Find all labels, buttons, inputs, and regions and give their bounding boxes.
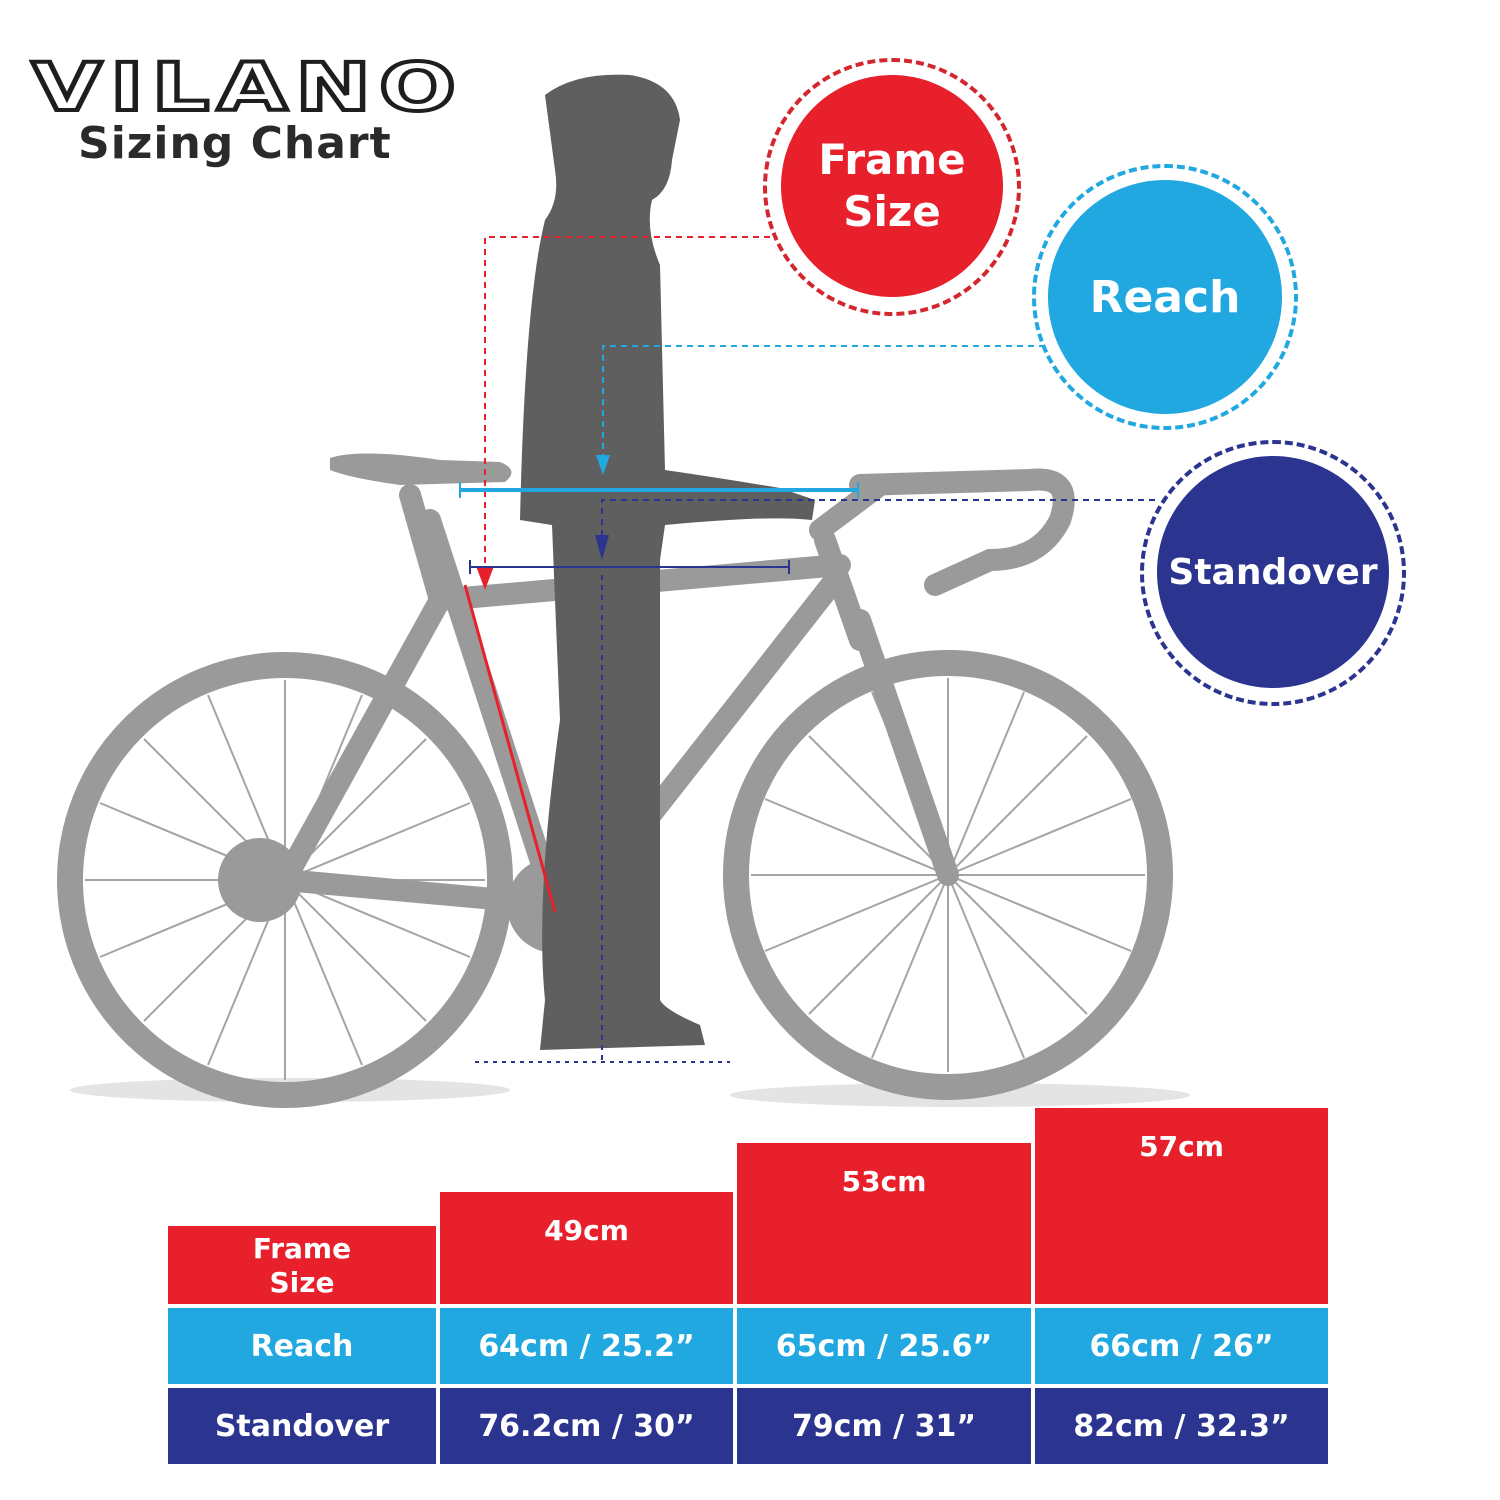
- frame-size-guide: [463, 236, 770, 913]
- bike-fit-illustration: [57, 74, 1190, 1108]
- standover-badge-ring: [1140, 440, 1406, 706]
- frame-size-value: 57cm: [1139, 1130, 1224, 1163]
- reach-cell: 65cm / 25.6”: [737, 1308, 1031, 1384]
- page-title: Sizing Chart: [78, 118, 392, 169]
- brand-name: VILANO: [32, 56, 464, 116]
- standover-row-header: Standover: [168, 1388, 436, 1464]
- saddle: [330, 453, 512, 485]
- reach-value: 65cm / 25.6”: [775, 1328, 993, 1364]
- reach-badge: Reach: [1048, 180, 1282, 414]
- standover-value: 79cm / 31”: [791, 1408, 977, 1444]
- reach-value: 66cm / 26”: [1089, 1328, 1274, 1364]
- reach-cell: 66cm / 26”: [1035, 1308, 1328, 1384]
- standover-cell: 79cm / 31”: [737, 1388, 1031, 1464]
- frame-size-cell: 57cm: [1035, 1108, 1328, 1304]
- standover-value: 82cm / 32.3”: [1073, 1408, 1290, 1444]
- front-wheel: [723, 650, 1173, 1100]
- frame-size-row-header: Frame Size: [168, 1226, 436, 1304]
- standover-badge: Standover: [1157, 456, 1389, 688]
- sizing-table: Frame Size 49cm 53cm 57cm Reach 64cm / 2…: [168, 1106, 1328, 1464]
- person-silhouette: [520, 74, 815, 1050]
- frame-size-badge-ring: [763, 58, 1021, 316]
- vilano-logo: VILANO: [30, 56, 464, 116]
- standover-value: 76.2cm / 30”: [478, 1408, 695, 1444]
- reach-arrow: [596, 455, 610, 475]
- reach-badge-label: Reach: [1089, 271, 1241, 323]
- standover-cell: 82cm / 32.3”: [1035, 1388, 1328, 1464]
- reach-header-label: Reach: [250, 1328, 354, 1364]
- frame-size-badge: Frame Size: [781, 75, 1003, 297]
- standover-cell: 76.2cm / 30”: [440, 1388, 733, 1464]
- seat-post: [399, 484, 451, 611]
- rear-wheel: [57, 652, 513, 1108]
- reach-badge-ring: [1032, 164, 1298, 430]
- fork: [849, 609, 959, 886]
- frame-size-cell: 49cm: [440, 1192, 733, 1304]
- frame-size-cell: 53cm: [737, 1143, 1031, 1304]
- reach-value: 64cm / 25.2”: [478, 1328, 695, 1364]
- standover-badge-label: Standover: [1168, 551, 1378, 593]
- bike-silhouette: [57, 468, 1173, 1108]
- frame-size-badge-line1: Frame: [818, 135, 966, 184]
- handlebar: [849, 468, 1075, 596]
- frame-size-arrow: [476, 566, 494, 590]
- frame-size-value: 53cm: [841, 1165, 927, 1198]
- reach-cell: 64cm / 25.2”: [440, 1308, 733, 1384]
- standover-header-label: Standover: [214, 1408, 390, 1444]
- reach-guide: [459, 345, 1045, 498]
- cassette: [218, 838, 302, 922]
- frame-size-badge-line2: Size: [843, 187, 941, 236]
- seat-stay: [274, 589, 451, 891]
- frame-size-header-line1: Frame: [252, 1232, 352, 1265]
- reach-row-header: Reach: [168, 1308, 436, 1384]
- standover-guide: [469, 499, 1155, 1063]
- frame-size-value: 49cm: [544, 1214, 629, 1247]
- standover-arrow: [595, 535, 609, 560]
- frame-size-header-line2: Size: [269, 1266, 335, 1299]
